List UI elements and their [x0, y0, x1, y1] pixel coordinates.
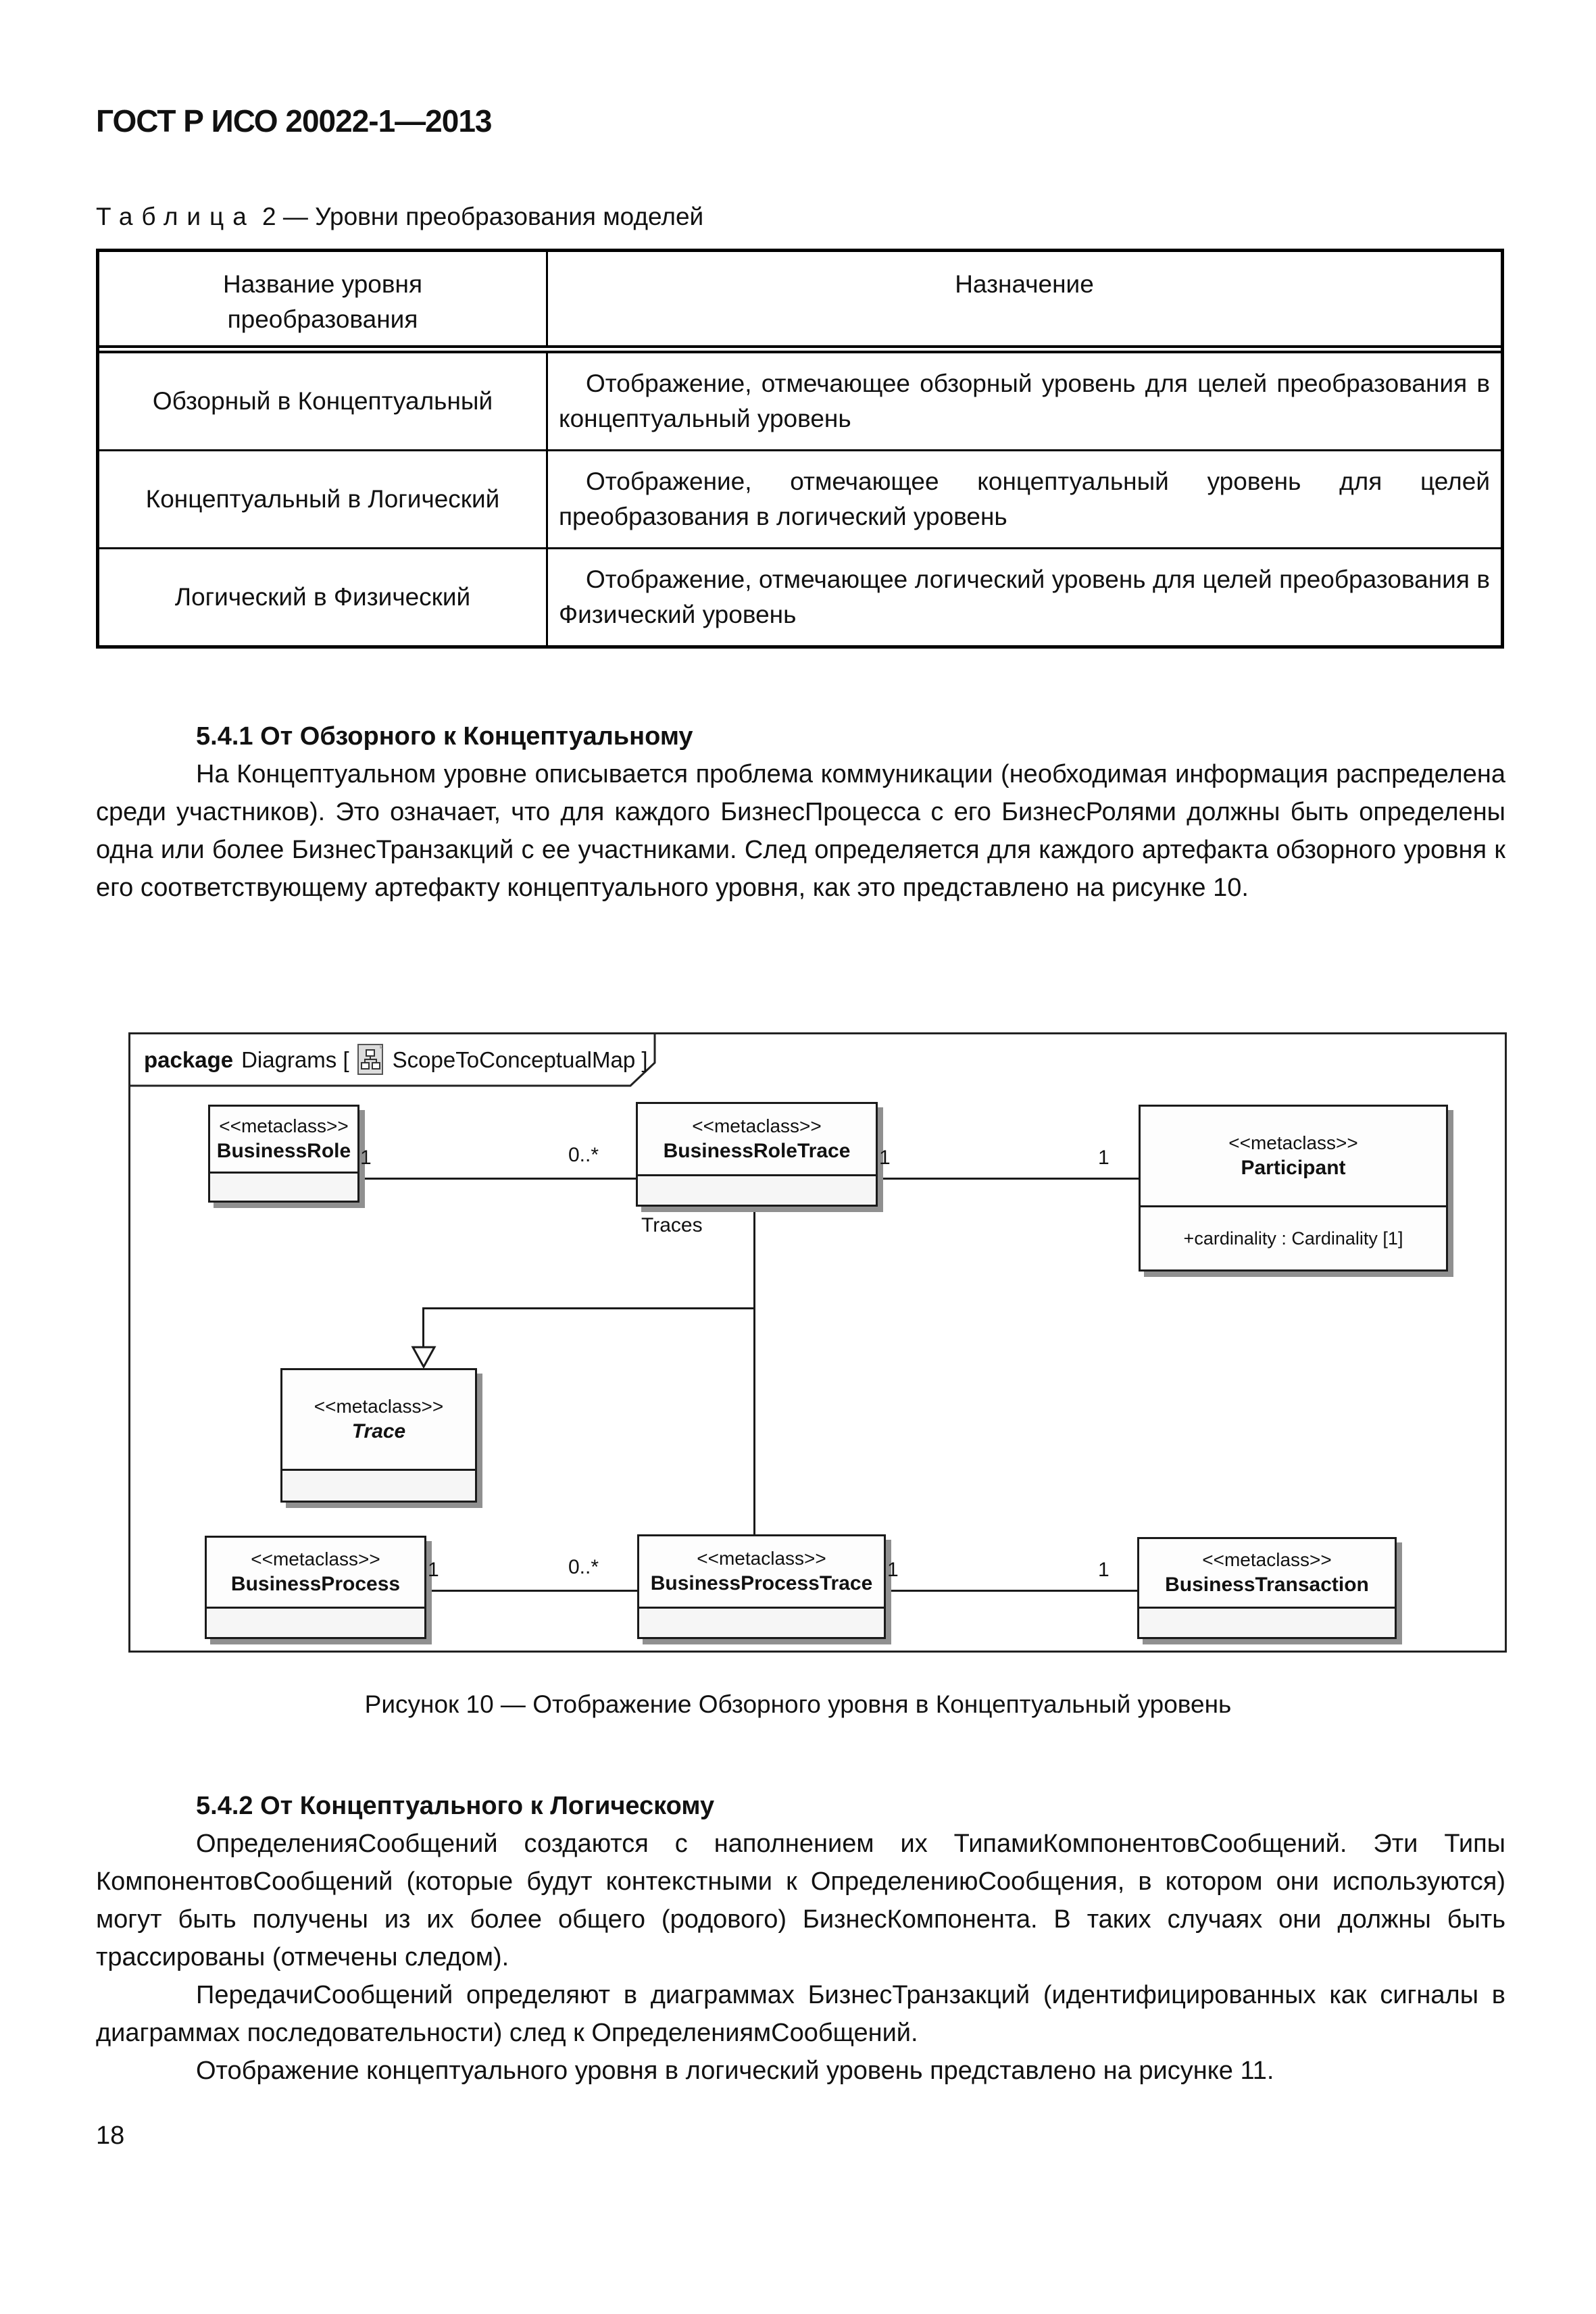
empty-compartment [1139, 1607, 1395, 1637]
multiplicity-label: 0..* [568, 1144, 599, 1166]
section-541-paragraph: На Концептуальном уровне описывается про… [96, 760, 1505, 902]
table-cell-purpose: Отображение, отмечающее логический урове… [548, 549, 1501, 645]
table-col2-header-text: Назначение [955, 270, 1094, 298]
traces-vertical-line [753, 1206, 755, 1534]
empty-compartment [638, 1174, 876, 1205]
empty-compartment [207, 1607, 424, 1637]
empty-compartment [282, 1469, 475, 1501]
multiplicity-label: 0..* [568, 1556, 599, 1578]
table-cell-purpose: Отображение, отмечающее концептуальный у… [548, 451, 1501, 547]
figure-caption: Рисунок 10 — Отображение Обзорного уровн… [364, 1690, 1232, 1718]
class-name-label: BusinessProcess [230, 1573, 401, 1595]
stereotype-label: <<metaclass>> [692, 1115, 822, 1136]
uml-package-diagram: package Diagrams [ ScopeToConceptualMap … [128, 1032, 1507, 1653]
stereotype-label: <<metaclass>> [251, 1549, 380, 1569]
class-name-label: BusinessRole [216, 1140, 351, 1162]
multiplicity-label: 1 [887, 1559, 899, 1581]
table-cell-purpose-text: Отображение, отмечающее обзорный уровень… [559, 370, 1490, 432]
section-542-paragraph2: ПередачиСообщений определяют в диаграмма… [96, 1981, 1505, 2047]
table-cell-purpose-text: Отображение, отмечающее концептуальный у… [559, 468, 1490, 530]
stereotype-label: <<metaclass>> [697, 1548, 826, 1569]
package-context-label: Diagrams [ [241, 1047, 349, 1072]
package-tab: package Diagrams [ ScopeToConceptualMap … [130, 1034, 655, 1086]
multiplicity-label: 1 [428, 1559, 439, 1581]
package-keyword: package [144, 1047, 234, 1072]
attribute-compartment: +cardinality : Cardinality [1] [1141, 1205, 1446, 1269]
section-542: 5.4.2 От Концептуального к Логическому О… [96, 1787, 1505, 2090]
class-name-label: BusinessTransaction [1165, 1574, 1369, 1596]
table-col1-header: Название уровня преобразования [99, 252, 548, 345]
section-542-paragraph1: ОпределенияСообщений создаются с наполне… [96, 1830, 1505, 1971]
table-cell-purpose-text: Отображение, отмечающее логический урове… [559, 565, 1490, 628]
stereotype-label: <<metaclass>> [1202, 1549, 1332, 1570]
package-name-label: ScopeToConceptualMap ] [392, 1047, 648, 1072]
uml-class-participant: <<metaclass>> Participant +cardinality :… [1139, 1105, 1448, 1272]
stereotype-label: <<metaclass>> [314, 1396, 444, 1417]
table-row: Концептуальный в Логический Отображение,… [99, 451, 1501, 549]
empty-compartment [639, 1607, 884, 1637]
section-541: 5.4.1 От Обзорного к Концептуальному На … [96, 718, 1505, 907]
table-caption-text: 2 — Уровни преобразования моделей [262, 203, 704, 230]
section-542-heading: 5.4.2 От Концептуального к Логическому [196, 1792, 715, 1820]
section-542-paragraph3: Отображение концептуального уровня в лог… [196, 2057, 1274, 2085]
uml-class-trace: <<metaclass>> Trace [280, 1368, 477, 1503]
table-row: Логический в Физический Отображение, отм… [99, 549, 1501, 645]
table-col2-header: Назначение [548, 252, 1501, 345]
doc-standard-number: ГОСТ Р ИСО 20022-1—2013 [96, 103, 493, 139]
class-name-label: BusinessProcessTrace [650, 1572, 873, 1594]
generalization-arrowhead-icon [411, 1346, 437, 1369]
model-transformation-levels-table: Название уровня преобразования Назначени… [96, 249, 1504, 649]
stereotype-label: <<metaclass>> [1228, 1132, 1358, 1153]
traces-label: Traces [641, 1214, 703, 1236]
multiplicity-label: 1 [879, 1147, 891, 1169]
table-caption-word: Таблица [96, 203, 255, 230]
generalization-branch-line [422, 1307, 755, 1309]
empty-compartment [210, 1172, 357, 1201]
class-name-label: BusinessRoleTrace [663, 1140, 851, 1162]
table-cell-purpose: Отображение, отмечающее обзорный уровень… [548, 353, 1501, 449]
multiplicity-label: 1 [360, 1147, 372, 1169]
section-541-heading: 5.4.1 От Обзорного к Концептуальному [196, 722, 693, 751]
table-col1-header-line2: преобразования [227, 305, 418, 333]
uml-class-businesstransaction: <<metaclass>> BusinessTransaction [1137, 1537, 1397, 1639]
association-businessrole-businessroletrace [355, 1178, 636, 1180]
uml-class-businessroletrace: <<metaclass>> BusinessRoleTrace [636, 1102, 878, 1207]
page-number: 18 [96, 2121, 125, 2150]
multiplicity-label: 1 [1098, 1147, 1109, 1169]
association-businessprocess-businessprocesstrace [422, 1590, 637, 1592]
table-header-row: Название уровня преобразования Назначени… [99, 252, 1501, 353]
stereotype-label: <<metaclass>> [219, 1115, 349, 1136]
multiplicity-label: 1 [1098, 1559, 1109, 1581]
table-row: Обзорный в Концептуальный Отображение, о… [99, 353, 1501, 451]
uml-class-businessprocess: <<metaclass>> BusinessProcess [205, 1536, 426, 1639]
uml-class-businessprocesstrace: <<metaclass>> BusinessProcessTrace [637, 1534, 886, 1639]
uml-class-businessrole: <<metaclass>> BusinessRole [208, 1105, 359, 1203]
association-businessprocesstrace-businesstransaction [882, 1590, 1137, 1592]
table-col1-header-line1: Название уровня [223, 270, 422, 298]
table-cell-level: Обзорный в Концептуальный [99, 353, 548, 449]
association-businessroletrace-participant [874, 1178, 1139, 1180]
class-name-label: Trace [351, 1420, 406, 1442]
table-cell-level: Концептуальный в Логический [99, 451, 548, 547]
table-caption: Таблица 2 — Уровни преобразования моделе… [96, 203, 703, 231]
diagram-icon [357, 1044, 383, 1075]
table-cell-level: Логический в Физический [99, 549, 548, 645]
class-name-label: Participant [1241, 1157, 1346, 1179]
generalization-stub-line [422, 1307, 424, 1349]
